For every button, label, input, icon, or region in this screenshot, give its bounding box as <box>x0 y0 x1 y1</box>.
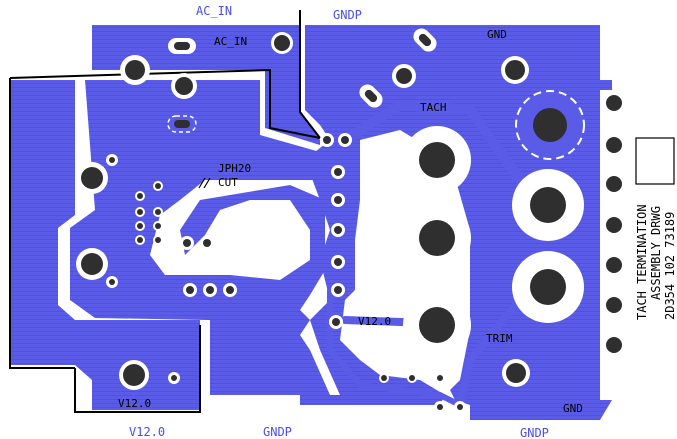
center-copper-region <box>70 80 330 395</box>
label-top-ac-in: AC_IN <box>196 4 232 18</box>
silk-v12-center: V12.0 <box>358 315 391 328</box>
label-bottom-v12: V12.0 <box>129 425 165 439</box>
jumper-cut-mark <box>198 177 211 189</box>
silk-vertical-line3: 2D354 102 73189 <box>663 212 677 320</box>
ac-in-copper-region <box>92 25 320 145</box>
silk-v12-bottom: V12.0 <box>118 397 151 410</box>
silk-gnd-bottom: GND <box>563 402 583 415</box>
silk-vertical-block: TACH TERMINATION ASSEMBLY DRWG 2D354 102… <box>635 204 677 320</box>
label-bottom-gndp-left: GNDP <box>263 425 292 439</box>
connector-outline <box>635 137 675 185</box>
silk-jumper-line2: CUT <box>218 176 238 189</box>
label-top-gndp: GNDP <box>333 8 362 22</box>
silk-vertical-line1: TACH TERMINATION <box>635 204 649 320</box>
slots <box>167 28 437 133</box>
v12-copper-region <box>10 80 200 410</box>
silk-trim: TRIM <box>486 332 513 345</box>
mounting-holes <box>403 90 585 359</box>
label-bottom-gndp-right: GNDP <box>520 426 549 439</box>
silk-jumper-line1: JPH20 <box>218 162 251 175</box>
silk-ac-in: AC_IN <box>214 35 247 48</box>
silk-tach: TACH <box>420 101 447 114</box>
small-pads <box>106 133 466 413</box>
silk-gnd-top: GND <box>487 28 507 41</box>
through-holes <box>76 32 626 390</box>
bottom-copper-region <box>210 335 310 395</box>
silk-vertical-line2: ASSEMBLY DRWG <box>649 206 663 300</box>
